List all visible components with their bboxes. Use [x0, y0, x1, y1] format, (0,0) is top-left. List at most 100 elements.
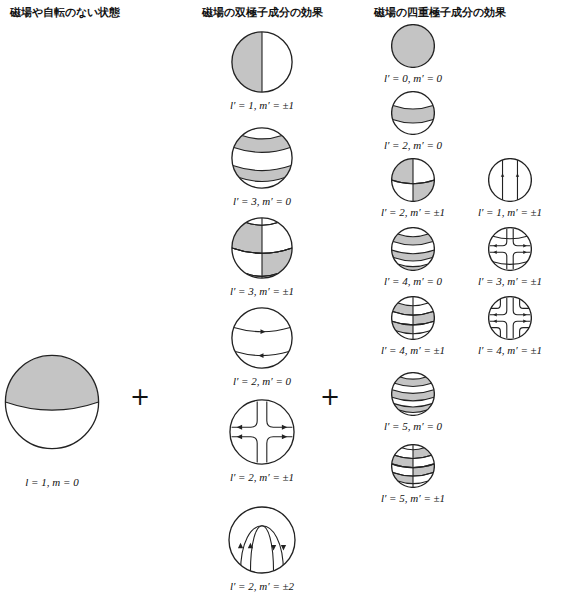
shaded-zone [395, 377, 432, 387]
sphere-outline [232, 32, 292, 92]
sphere-node: l′ = 1, m′ = ±1 [228, 31, 297, 111]
arrow-head [501, 173, 504, 177]
mode-label: l = 1, m = 0 [4, 476, 100, 488]
sphere-node: l′ = 3, m′ = ±1 [228, 217, 297, 297]
shaded-zone [234, 135, 290, 152]
meridian-line [261, 218, 262, 278]
arrow-head [248, 543, 253, 549]
sphere-node: l′ = 2, m′ = ±1 [228, 399, 297, 483]
sphere-outline [232, 308, 292, 368]
sphere-outline [392, 445, 435, 488]
latitude-line [392, 250, 435, 254]
shaded-zone [413, 464, 434, 476]
mode-label: l′ = 2, m′ = ±1 [228, 471, 297, 483]
sphere-surface [232, 218, 292, 278]
mode-label: l′ = 2, m′ = 0 [382, 139, 445, 151]
flow-line [250, 526, 273, 573]
sphere-outline [392, 297, 435, 340]
latitude-line [493, 262, 527, 265]
sphere-node: l′ = 4, m′ = 0 [382, 227, 445, 287]
sphere-node: l′ = 5, m′ = ±1 [379, 444, 448, 504]
sphere-surface [392, 106, 435, 123]
latitude-line [393, 258, 432, 261]
meridian-line [412, 297, 413, 340]
shaded-zone [392, 390, 435, 401]
mode-label: l′ = 1, m′ = ±1 [476, 206, 545, 218]
mode-label: l′ = 5, m′ = ±1 [379, 492, 448, 504]
sphere-outline [489, 297, 532, 340]
sphere-outline [232, 218, 292, 278]
sphere-figure [231, 217, 293, 279]
sphere-ground [392, 445, 435, 488]
sphere-outline [392, 373, 435, 416]
column-heading: 磁場や自転のない状態 [10, 6, 120, 20]
shaded-zone [393, 234, 433, 245]
arrow-head [493, 244, 497, 247]
mode-label: l′ = 4, m′ = ±1 [476, 344, 545, 356]
sphere-node: l′ = 0, m′ = 0 [382, 24, 445, 84]
arrow-head [523, 250, 527, 253]
sphere-outline [489, 228, 532, 271]
sphere-surface [234, 327, 290, 358]
arrow-head [493, 313, 497, 316]
latitude-line [393, 242, 433, 246]
mode-label: l′ = 3, m′ = ±1 [228, 285, 297, 297]
sphere-ground [489, 159, 532, 202]
column-heading: 磁場の双極子成分の効果 [202, 6, 323, 20]
shaded-zone [231, 31, 262, 93]
arrow-head [237, 434, 242, 439]
arrow-head [238, 543, 243, 549]
sphere-ground [489, 297, 532, 340]
shaded-zone [392, 455, 413, 467]
latitude-line [493, 236, 527, 239]
flow-line [241, 526, 284, 573]
arrow-head [523, 319, 527, 322]
meridian-line [412, 445, 413, 488]
half-clip [232, 222, 262, 253]
shaded-zone [413, 448, 431, 459]
sphere-ground [392, 159, 435, 202]
sphere-ground [489, 228, 532, 271]
shaded-zone [392, 106, 435, 123]
sphere-outline [5, 355, 98, 448]
sphere-figure [229, 399, 295, 465]
half-clip [413, 448, 431, 459]
latitude-line [242, 135, 282, 138]
sphere-figure [488, 158, 532, 202]
sphere-outline [392, 92, 435, 135]
mode-label: l′ = 0, m′ = 0 [382, 72, 445, 84]
sphere-ground [232, 128, 292, 188]
sphere-outline [229, 507, 295, 573]
mode-label: l′ = 5, m′ = 0 [382, 420, 445, 432]
arrow-head [523, 313, 527, 316]
sphere-ground [232, 218, 292, 278]
sphere-node: l′ = 2, m′ = 0 [382, 91, 445, 151]
sphere-figure [391, 444, 435, 488]
arrow-head [281, 545, 286, 551]
sphere-surface [5, 355, 98, 410]
sphere-outline [489, 159, 532, 202]
sphere-node: l′ = 3, m′ = ±1 [476, 227, 545, 287]
half-clip [413, 464, 434, 476]
sphere-node: l′ = 3, m′ = 0 [231, 127, 294, 207]
sphere-ground [232, 308, 292, 368]
sphere-ground [392, 297, 435, 340]
sphere-figure [228, 506, 296, 574]
sphere-ground [392, 373, 435, 416]
latitude-line [5, 402, 98, 410]
half-clip [413, 312, 434, 325]
sphere-outline [392, 25, 435, 68]
shaded-zone [5, 355, 98, 410]
sphere-figure [391, 296, 435, 340]
sphere-surface [501, 160, 519, 201]
sphere-node: l′ = 1, m′ = ±1 [476, 158, 545, 218]
half-clip [392, 455, 413, 467]
meridian-line [261, 32, 262, 92]
mode-label: l′ = 4, m′ = ±1 [379, 344, 448, 356]
arrow-head [271, 545, 276, 551]
latitude-line [233, 166, 291, 171]
sphere-ground [5, 355, 98, 448]
sphere-figure [391, 158, 435, 202]
sphere-figure [391, 372, 435, 416]
latitude-line [400, 377, 426, 379]
